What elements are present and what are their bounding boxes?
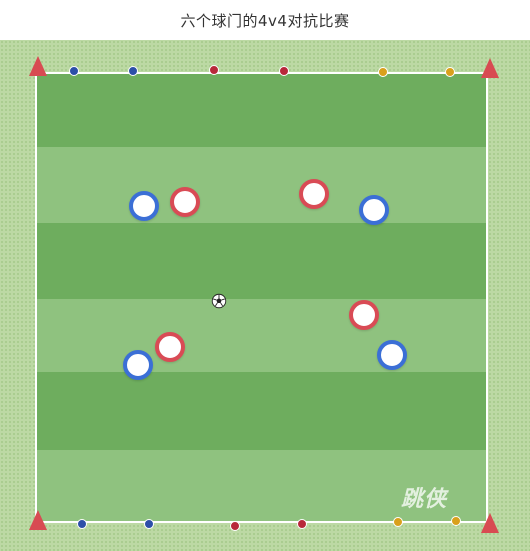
corner-cone-icon [29,56,47,76]
goal-marker-blue [69,66,79,76]
blue-player [377,340,407,370]
blue-player [129,191,159,221]
corner-cone-icon [29,510,47,530]
goal-marker-orange [378,67,388,77]
blue-player [359,195,389,225]
goal-marker-orange [445,67,455,77]
red-player [155,332,185,362]
diagram-title: 六个球门的4v4对抗比赛 [180,11,350,30]
goal-marker-blue [144,519,154,529]
red-player [349,300,379,330]
goal-marker-red [230,521,240,531]
blue-player [123,350,153,380]
soccer-ball-icon [211,293,227,309]
corner-cone-icon [481,58,499,78]
goal-marker-blue [128,66,138,76]
goal-marker-orange [393,517,403,527]
pitch [35,72,488,523]
goal-marker-orange [451,516,461,526]
goal-marker-red [279,66,289,76]
goal-marker-red [209,65,219,75]
watermark-logo: 跳侠 [401,487,448,512]
goal-marker-red [297,519,307,529]
goal-marker-blue [77,519,87,529]
red-player [170,187,200,217]
corner-cone-icon [481,513,499,533]
red-player [299,179,329,209]
